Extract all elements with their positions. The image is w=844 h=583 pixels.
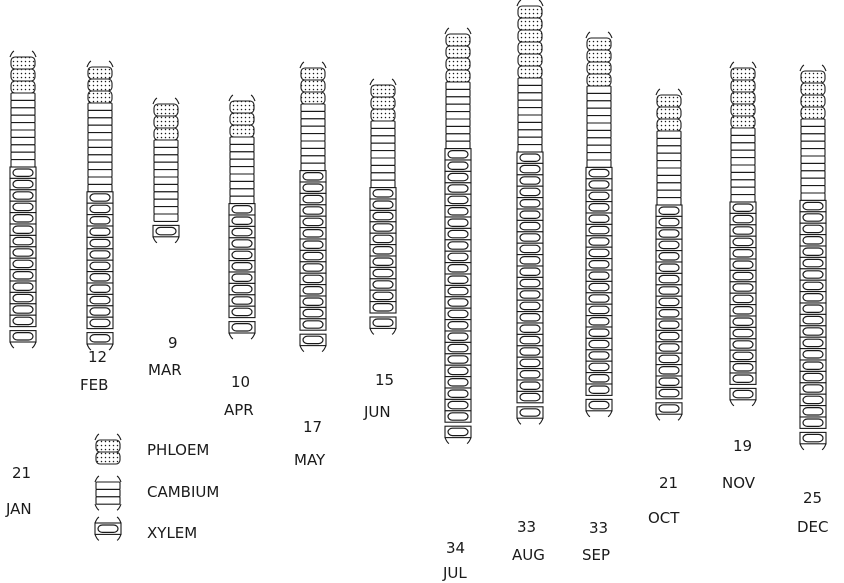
value-label-sep: 33 xyxy=(589,519,608,537)
legend-label-phloem: PHLOEM xyxy=(147,441,209,459)
column-apr xyxy=(229,95,255,339)
column-jul xyxy=(445,28,471,444)
value-label-jun: 15 xyxy=(375,371,394,389)
value-label-feb: 12 xyxy=(88,348,107,366)
column-sep xyxy=(586,32,612,417)
legend: PHLOEM CAMBIUM XYLEM xyxy=(95,434,219,542)
legend-item-phloem: PHLOEM xyxy=(95,434,209,464)
column-jan xyxy=(10,51,36,348)
month-label-apr: APR xyxy=(224,401,254,419)
column-mar xyxy=(153,98,179,243)
month-label-jan: JAN xyxy=(5,500,32,518)
value-label-mar: 9 xyxy=(168,334,178,352)
phloem-cell-icon xyxy=(95,434,121,464)
month-label-feb: FEB xyxy=(80,376,108,394)
column-jun xyxy=(370,79,396,334)
column-aug xyxy=(517,0,543,424)
month-label-dec: DEC xyxy=(797,518,829,536)
legend-item-xylem: XYLEM xyxy=(95,517,197,542)
column-nov xyxy=(730,62,756,406)
value-label-may: 17 xyxy=(303,418,322,436)
value-label-jul: 34 xyxy=(446,539,465,557)
column-may xyxy=(300,62,326,352)
month-label-may: MAY xyxy=(294,451,326,469)
xylem-cell-icon xyxy=(95,517,121,540)
month-label-oct: OCT xyxy=(648,509,680,527)
month-label-mar: MAR xyxy=(148,361,182,379)
month-label-aug: AUG xyxy=(512,546,545,564)
value-label-nov: 19 xyxy=(733,437,752,455)
legend-label-cambium: CAMBIUM xyxy=(147,483,219,501)
column-oct xyxy=(656,89,682,420)
cell-columns xyxy=(10,0,826,450)
month-label-sep: SEP xyxy=(582,546,610,564)
value-label-oct: 21 xyxy=(659,474,678,492)
legend-item-cambium: CAMBIUM xyxy=(95,476,219,510)
column-feb xyxy=(87,61,113,350)
value-label-aug: 33 xyxy=(517,518,536,536)
month-label-nov: NOV xyxy=(722,474,756,492)
cambium-cell-icon xyxy=(95,476,121,510)
value-label-apr: 10 xyxy=(231,373,250,391)
month-label-jun: JUN xyxy=(363,403,391,421)
month-label-jul: JUL xyxy=(442,564,467,582)
value-label-jan: 21 xyxy=(12,464,31,482)
legend-label-xylem: XYLEM xyxy=(147,524,197,542)
value-label-dec: 25 xyxy=(803,489,822,507)
column-dec xyxy=(800,65,826,450)
